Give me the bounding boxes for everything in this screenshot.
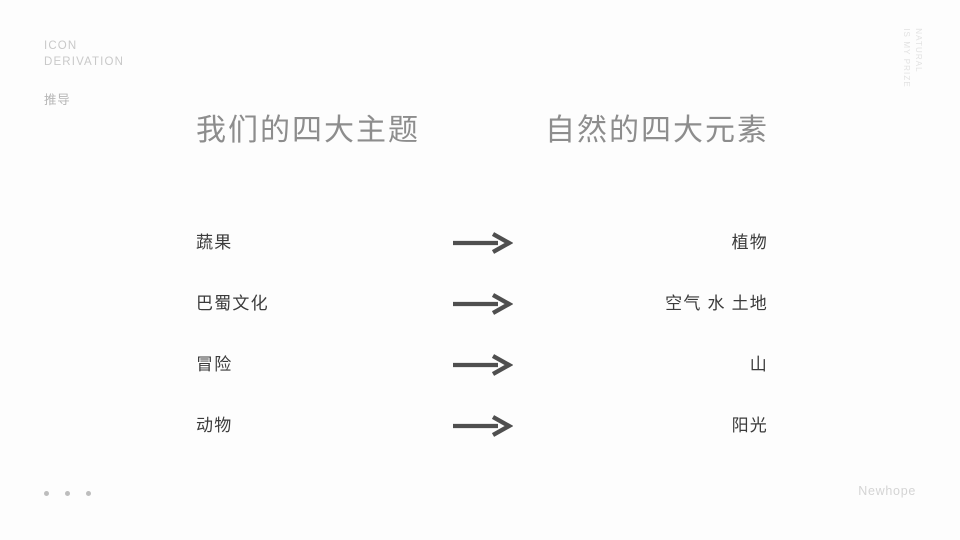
indicator-dot xyxy=(44,491,49,496)
row-source-label: 冒险 xyxy=(196,355,233,374)
tagline-inner: NATURAL IS MY PRIZE xyxy=(900,28,924,88)
eyebrow-chinese-label: 推导 xyxy=(44,93,71,107)
row-source-label: 动物 xyxy=(196,416,233,435)
row-target-label: 山 xyxy=(749,355,768,374)
tagline-line-1: NATURAL xyxy=(914,28,923,73)
row-source-label: 巴蜀文化 xyxy=(196,294,269,313)
brand-logo-text: Newhope xyxy=(858,484,916,498)
arrow-right-icon xyxy=(451,231,513,254)
mapping-rows: 蔬果 植物 巴蜀文化 空气 水 土地 冒险 xyxy=(0,212,960,456)
heading-right-elements: 自然的四大元素 xyxy=(545,114,769,147)
table-row: 冒险 山 xyxy=(0,334,960,395)
arrow-right-icon xyxy=(451,353,513,376)
row-target-label: 植物 xyxy=(731,233,768,252)
eyebrow-line-1: ICON xyxy=(44,40,78,52)
indicator-dot xyxy=(65,491,70,496)
page-indicator-dots xyxy=(44,491,91,496)
eyebrow-label: ICON DERIVATION xyxy=(44,38,124,71)
column-headings: 我们的四大主题 自然的四大元素 xyxy=(0,108,960,158)
row-target-label: 阳光 xyxy=(731,416,768,435)
tagline-rotated: NATURAL IS MY PRIZE xyxy=(880,26,944,90)
table-row: 蔬果 植物 xyxy=(0,212,960,273)
tagline-line-2: IS MY PRIZE xyxy=(902,28,911,88)
arrow-right-icon xyxy=(451,414,513,437)
row-target-label: 空气 水 土地 xyxy=(665,294,768,313)
indicator-dot xyxy=(86,491,91,496)
eyebrow-line-2: DERIVATION xyxy=(44,56,125,69)
arrow-right-icon xyxy=(451,292,513,315)
table-row: 动物 阳光 xyxy=(0,395,960,456)
row-source-label: 蔬果 xyxy=(196,233,233,252)
heading-left-themes: 我们的四大主题 xyxy=(196,114,420,147)
table-row: 巴蜀文化 空气 水 土地 xyxy=(0,273,960,334)
